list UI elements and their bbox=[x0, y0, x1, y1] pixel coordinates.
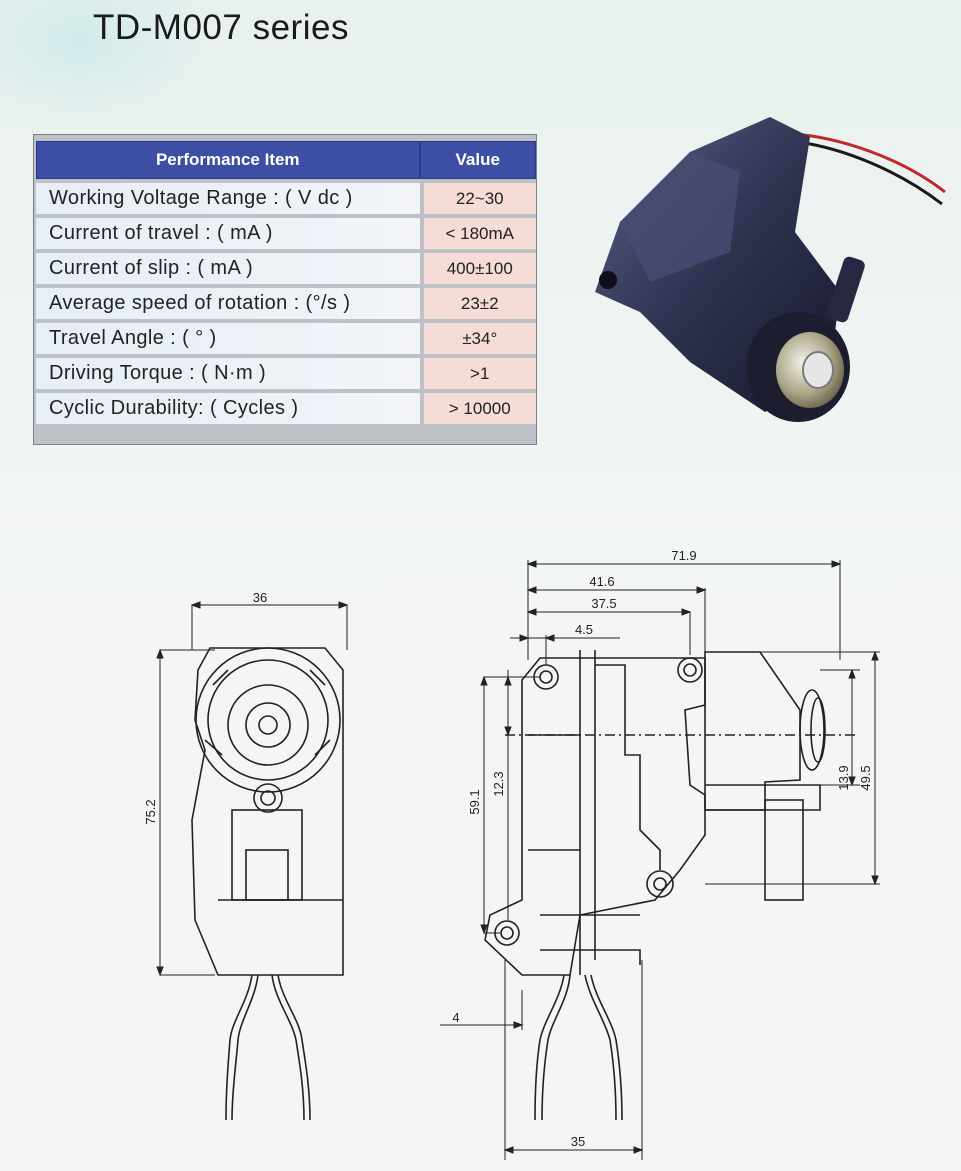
wire-black bbox=[797, 140, 943, 206]
header-value: Value bbox=[419, 141, 536, 179]
dim-front-width: 36 bbox=[253, 590, 267, 605]
header-performance-item: Performance Item bbox=[36, 141, 420, 179]
table-row: Driving Torque : ( N·m ) >1 bbox=[36, 358, 536, 389]
dim-side-height-b: 12.3 bbox=[491, 771, 506, 796]
performance-table: Performance Item Value Working Voltage R… bbox=[33, 134, 537, 445]
row-item: Cyclic Durability: ( Cycles ) bbox=[36, 393, 420, 424]
side-view bbox=[484, 650, 855, 1121]
front-height-dimension bbox=[156, 648, 215, 977]
dim-side-bottom-width: 35 bbox=[571, 1134, 585, 1149]
row-value: >1 bbox=[419, 358, 536, 389]
dim-side-offset: 4.5 bbox=[575, 622, 593, 637]
front-view bbox=[191, 647, 344, 1121]
row-item: Working Voltage Range : ( V dc ) bbox=[36, 183, 420, 214]
gearbox-cover bbox=[620, 152, 740, 282]
dim-side-height-a: 59.1 bbox=[467, 789, 482, 814]
side-wire-left bbox=[541, 974, 571, 1121]
front-wire-right bbox=[271, 974, 305, 1121]
row-item: Travel Angle : ( ° ) bbox=[36, 323, 420, 354]
table-row: Cyclic Durability: ( Cycles ) > 10000 bbox=[36, 393, 536, 424]
row-value: 22~30 bbox=[419, 183, 536, 214]
table-row: Current of slip : ( mA ) 400±100 bbox=[36, 253, 536, 284]
table-row: Working Voltage Range : ( V dc ) 22~30 bbox=[36, 183, 536, 214]
lever-arm bbox=[826, 256, 865, 323]
row-value: 23±2 bbox=[419, 288, 536, 319]
page-title: TD-M007 series bbox=[93, 8, 349, 47]
table-row: Travel Angle : ( ° ) ±34° bbox=[36, 323, 536, 354]
row-item: Current of slip : ( mA ) bbox=[36, 253, 420, 284]
dim-front-height: 75.2 bbox=[143, 799, 158, 824]
side-length-dimensions bbox=[510, 560, 842, 665]
side-height-dimensions bbox=[480, 650, 880, 935]
front-width-dimension bbox=[190, 601, 349, 650]
shaft-end bbox=[802, 351, 834, 389]
technical-drawing: 36 75.2 71.9 41.6 37.5 4.5 59.1 12.3 13.… bbox=[143, 548, 880, 1160]
table-header-row: Performance Item Value bbox=[36, 141, 536, 179]
front-wire-left bbox=[231, 974, 259, 1121]
actuator-photo bbox=[595, 117, 946, 422]
mount-hole bbox=[599, 271, 617, 289]
row-item: Average speed of rotation : (°/s ) bbox=[36, 288, 420, 319]
side-wire-right bbox=[584, 974, 617, 1121]
table-row: Current of travel : ( mA ) < 180mA bbox=[36, 218, 536, 249]
dim-side-height-c: 13.9 bbox=[836, 765, 851, 790]
row-value: < 180mA bbox=[419, 218, 536, 249]
row-item: Current of travel : ( mA ) bbox=[36, 218, 420, 249]
row-item: Driving Torque : ( N·m ) bbox=[36, 358, 420, 389]
row-value: ±34° bbox=[419, 323, 536, 354]
dim-wire-offset: 4 bbox=[452, 1010, 459, 1025]
dim-side-length-b: 37.5 bbox=[591, 596, 616, 611]
dim-side-height-d: 49.5 bbox=[858, 765, 873, 790]
table-row: Average speed of rotation : (°/s ) 23±2 bbox=[36, 288, 536, 319]
row-value: > 10000 bbox=[419, 393, 536, 424]
side-bottom-dimensions bbox=[440, 960, 644, 1160]
wire-red bbox=[794, 132, 946, 194]
row-value: 400±100 bbox=[419, 253, 536, 284]
dim-side-total-length: 71.9 bbox=[671, 548, 696, 563]
dim-side-length-a: 41.6 bbox=[589, 574, 614, 589]
